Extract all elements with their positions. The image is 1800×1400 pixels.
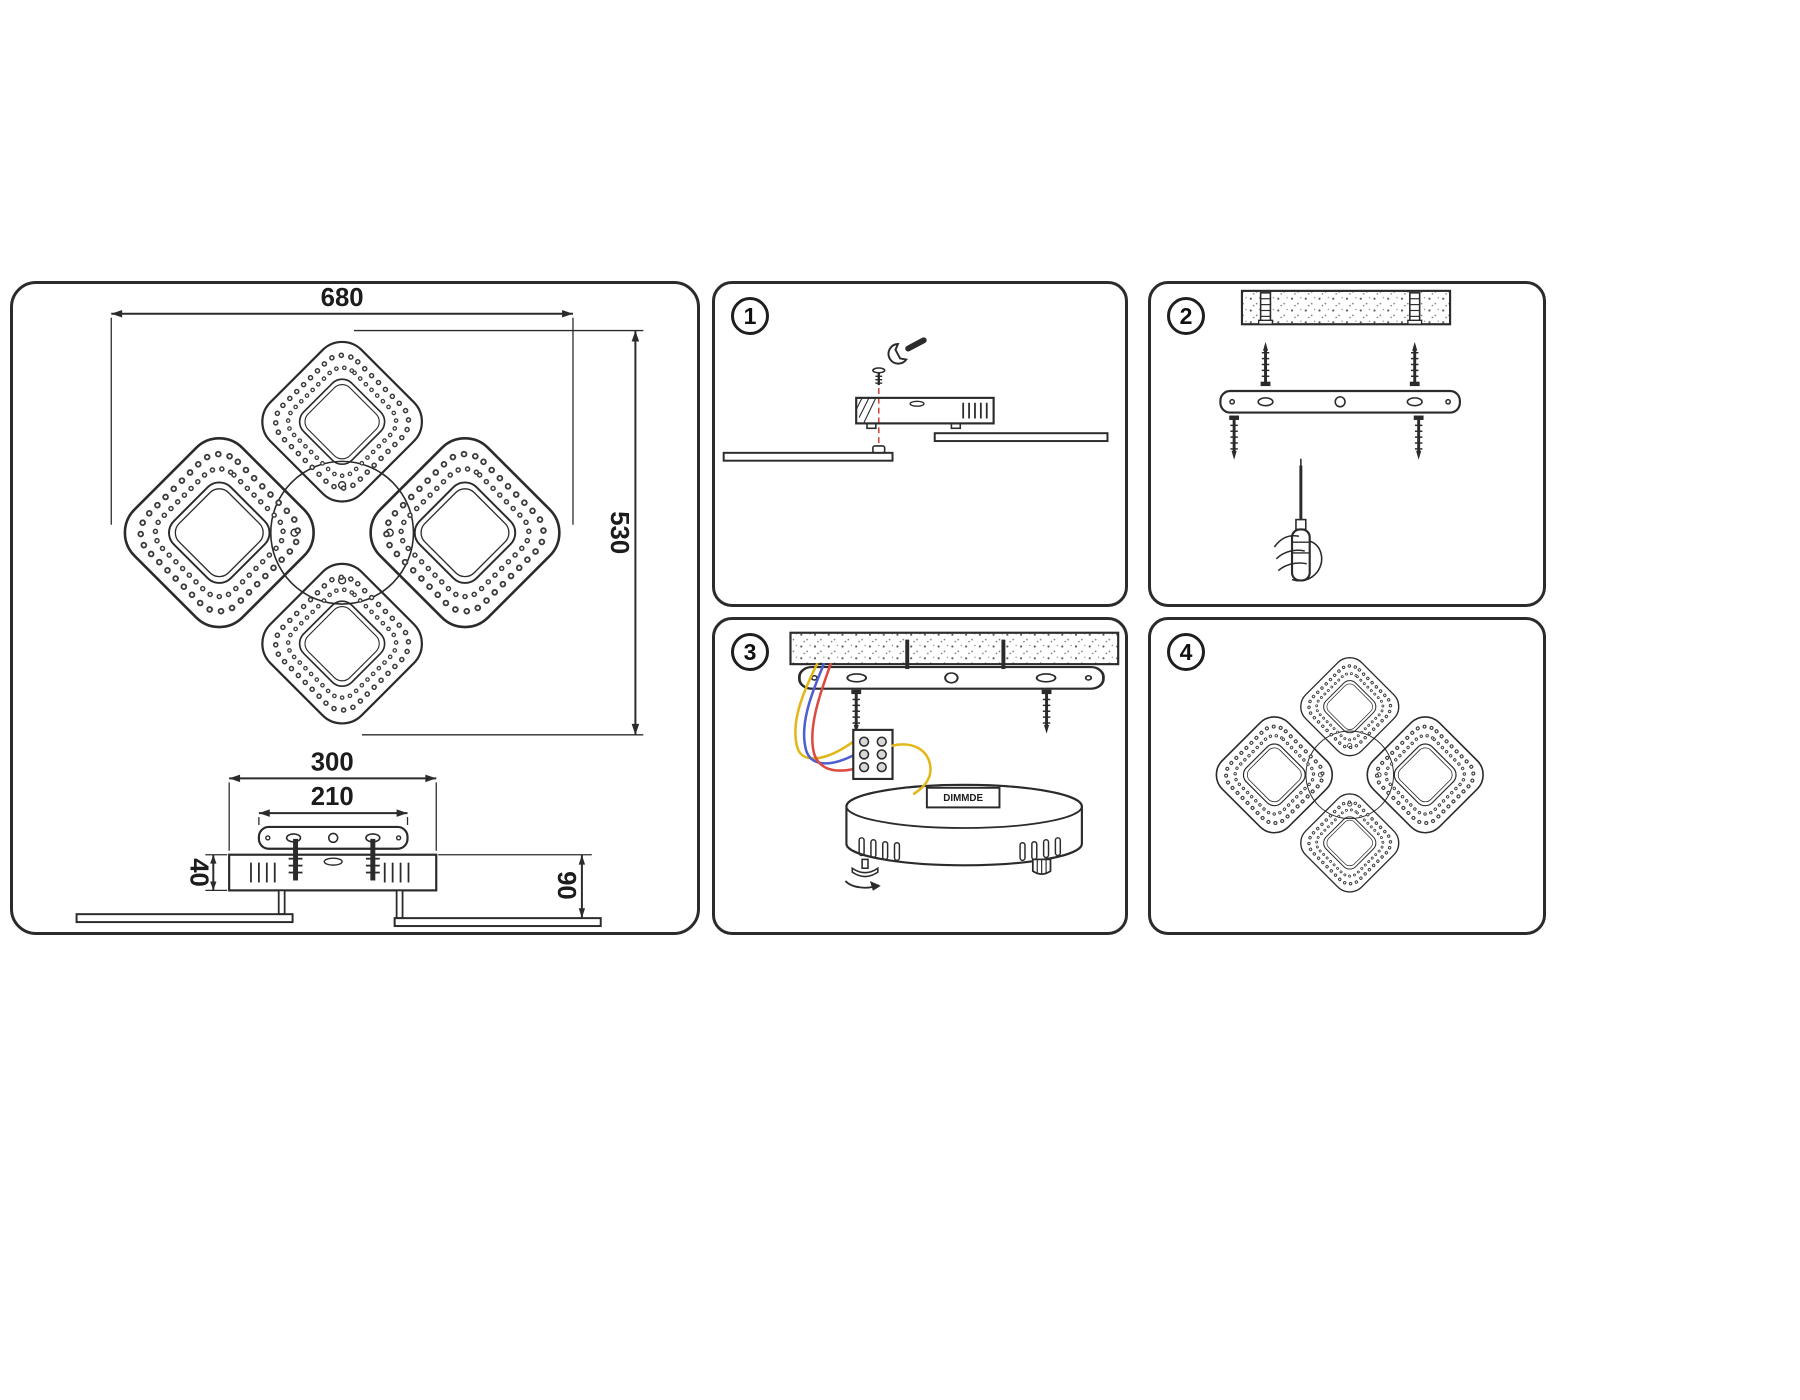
dim-body-width: 300 — [228, 748, 437, 851]
driver-box — [855, 396, 995, 430]
wire-yellow-loop — [891, 743, 932, 795]
ceiling — [789, 631, 1120, 666]
step-3-badge: 3 — [731, 633, 769, 671]
arms — [75, 913, 602, 928]
step-2-panel: 2 — [1148, 281, 1546, 607]
dim-bracket-width-label: 210 — [311, 783, 354, 811]
dimmer-label: DIMMDE — [943, 793, 983, 804]
screw-up-left — [1259, 340, 1272, 388]
arm-left — [722, 445, 894, 462]
dim-width: 680 — [110, 284, 574, 525]
dim-width-label: 680 — [321, 284, 364, 312]
stems — [277, 889, 404, 920]
step-1-badge: 1 — [731, 297, 769, 335]
wire-red — [811, 662, 855, 772]
step-4-badge: 4 — [1167, 633, 1205, 671]
step-2-number: 2 — [1179, 302, 1193, 329]
hand-sketch — [1273, 534, 1323, 582]
wall-plug-right — [1407, 292, 1423, 326]
chandelier-top-view — [111, 331, 573, 735]
mount-bolts — [288, 838, 380, 881]
step-1-panel: 1 — [712, 281, 1128, 607]
dim-body-width-label: 300 — [311, 748, 354, 776]
mounting-bracket — [1219, 389, 1461, 414]
step-4-drawing — [1151, 620, 1543, 932]
screw-icon — [872, 367, 886, 386]
dim-body-height-label: 40 — [185, 858, 213, 887]
overview-drawing: 680 530 — [75, 284, 644, 928]
step-2-badge: 2 — [1167, 297, 1205, 335]
canopy — [845, 783, 1083, 867]
thumb-screw-left — [844, 858, 881, 891]
supply-wires — [794, 662, 855, 772]
step-1-number: 1 — [743, 302, 757, 329]
bracket-side — [257, 825, 409, 850]
dim-body-height: 40 — [185, 854, 228, 892]
wrench-icon — [887, 337, 927, 365]
screwdriver — [1273, 458, 1323, 582]
wall-plug-left — [1257, 292, 1274, 326]
ceiling-screws — [905, 639, 1006, 670]
step-4-panel: 4 — [1148, 617, 1546, 935]
dimmer-box: DIMMDE — [925, 786, 1001, 809]
step-3-drawing: DIMMDE — [789, 631, 1120, 891]
screw-down-left — [1227, 414, 1241, 462]
wire-yellow — [794, 662, 855, 760]
step-4-number: 4 — [1179, 638, 1193, 665]
dim-total-height-label: 90 — [552, 871, 580, 900]
dim-height-label: 530 — [605, 511, 633, 554]
step-3-panel: 3 — [712, 617, 1128, 935]
step-2-drawing — [1219, 289, 1461, 582]
terminal-block — [852, 728, 894, 781]
screw-down-right — [1412, 414, 1426, 462]
dim-height: 530 — [354, 329, 644, 736]
side-view: 300 210 — [75, 748, 602, 928]
body-side — [228, 853, 438, 892]
thumb-screw-right — [1031, 858, 1052, 875]
mounting-bracket — [798, 665, 1105, 691]
hanging-stud-left — [849, 688, 863, 736]
arm-right — [933, 432, 1109, 443]
assembled-fixture — [1208, 651, 1491, 899]
wire-blue — [802, 662, 855, 765]
dim-bracket-width: 210 — [258, 783, 409, 825]
hanging-stud-right — [1040, 688, 1053, 736]
dim-total-height: 90 — [438, 854, 592, 919]
step-1-drawing — [722, 337, 1109, 462]
step-3-number: 3 — [743, 638, 757, 665]
screw-up-right — [1408, 340, 1422, 388]
overview-panel: 680 530 — [10, 281, 700, 935]
